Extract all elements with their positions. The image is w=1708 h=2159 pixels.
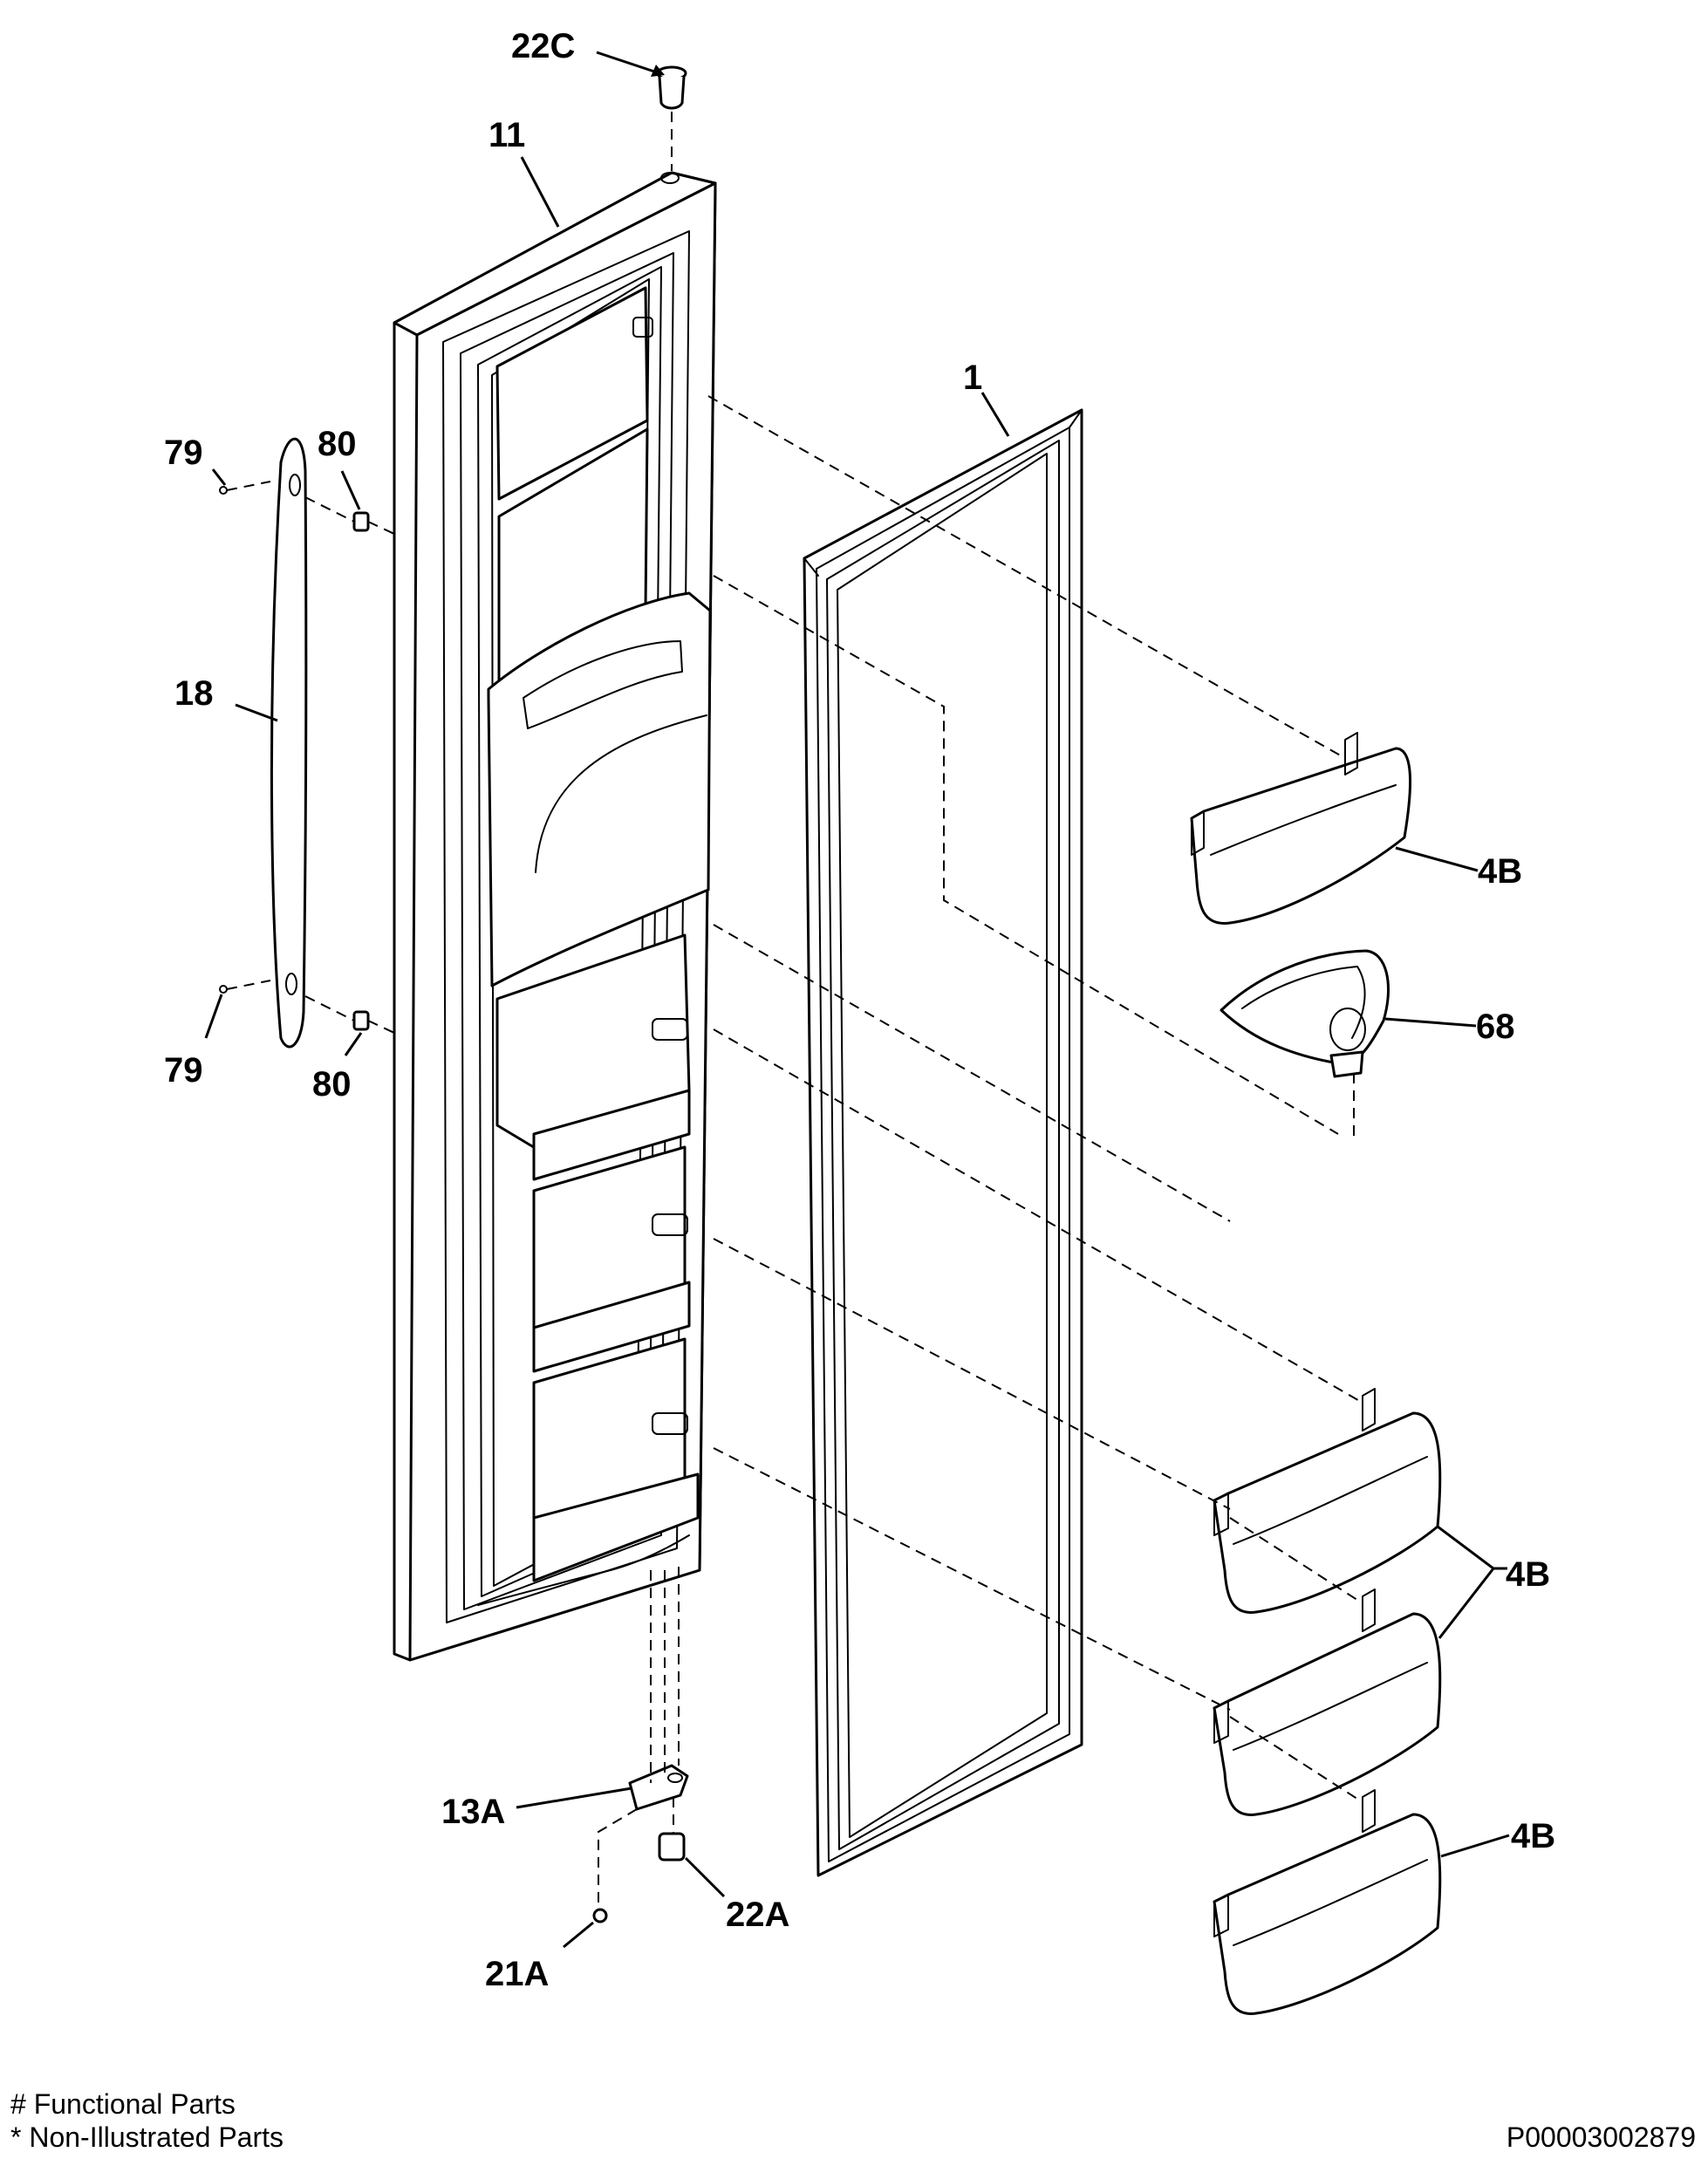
ice-chute-funnel bbox=[1220, 949, 1390, 1078]
door-handle bbox=[270, 437, 308, 1049]
label-80-top: 80 bbox=[318, 425, 357, 463]
functional-parts-note: # Functional Parts bbox=[10, 2088, 236, 2120]
label-21a: 21A bbox=[485, 1955, 549, 1993]
handle-screws bbox=[219, 481, 395, 1034]
part-labels: 22C 11 1 79 80 18 79 80 4B 68 4B 4B 13A … bbox=[164, 27, 1555, 1993]
label-22c: 22C bbox=[511, 27, 575, 65]
leader-lines bbox=[204, 51, 1510, 1949]
label-4b-bottom: 4B bbox=[1511, 1817, 1555, 1855]
alignment-lines bbox=[707, 395, 1363, 1803]
label-4b-top: 4B bbox=[1478, 852, 1522, 891]
label-68: 68 bbox=[1476, 1008, 1515, 1046]
label-79-bottom: 79 bbox=[164, 1051, 203, 1090]
top-hinge-bushing bbox=[656, 65, 687, 171]
door-bin-top bbox=[1190, 732, 1412, 925]
diagram-code: P00003002879 bbox=[1506, 2121, 1696, 2153]
label-13a: 13A bbox=[441, 1793, 505, 1831]
door-bin-3 bbox=[1213, 1589, 1442, 1816]
label-1: 1 bbox=[963, 359, 982, 397]
label-79-top: 79 bbox=[164, 434, 203, 472]
label-80-bottom: 80 bbox=[312, 1065, 352, 1103]
door-assembly bbox=[393, 171, 717, 1662]
label-11: 11 bbox=[488, 116, 525, 154]
door-bin-bottom bbox=[1213, 1789, 1442, 2015]
label-4b-middle: 4B bbox=[1506, 1555, 1550, 1594]
door-gasket bbox=[803, 408, 1083, 1877]
label-22a: 22A bbox=[726, 1896, 789, 1934]
label-18: 18 bbox=[174, 674, 214, 713]
non-illustrated-parts-note: * Non-Illustrated Parts bbox=[10, 2121, 284, 2153]
door-bin-2 bbox=[1213, 1388, 1442, 1614]
bottom-hinge-parts bbox=[592, 1567, 689, 1923]
